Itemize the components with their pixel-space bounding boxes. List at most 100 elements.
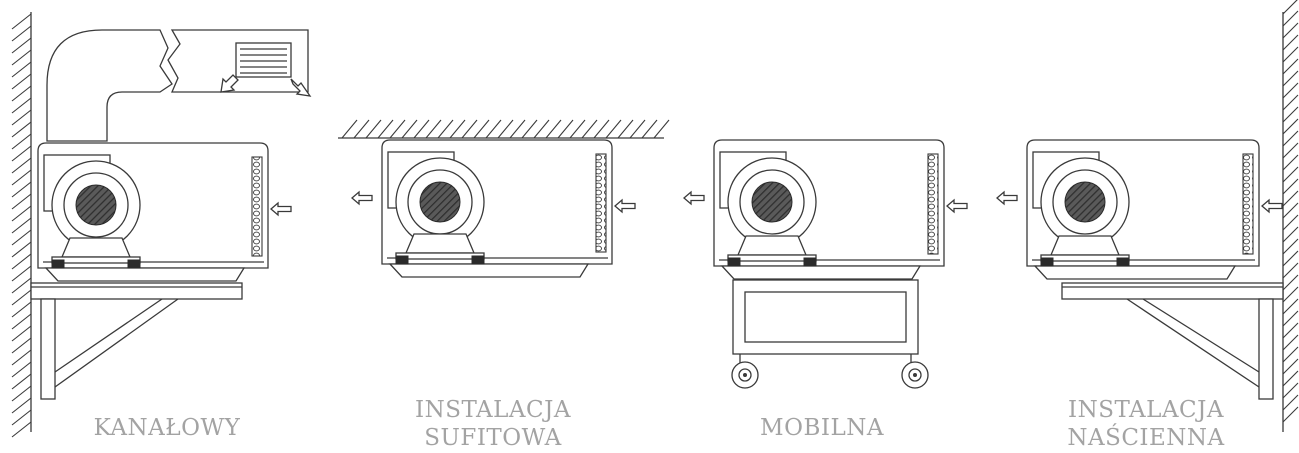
wall-hatch bbox=[11, 169, 32, 186]
ceiling-hatch bbox=[605, 119, 622, 139]
wall-hatch bbox=[11, 181, 32, 198]
label-line: INSTALACJA bbox=[1068, 397, 1224, 423]
wall-hatch bbox=[1282, 94, 1299, 111]
wall-hatch bbox=[1282, 70, 1299, 87]
ceiling-hatch bbox=[461, 119, 478, 139]
wall-hatch bbox=[11, 97, 32, 114]
air-arrow-icon bbox=[996, 190, 1018, 206]
wall-hatch bbox=[1282, 82, 1299, 99]
wall-bracket-right bbox=[1061, 282, 1284, 400]
ceiling-hatch bbox=[509, 119, 526, 139]
wall-hatch bbox=[11, 385, 32, 402]
ceiling-hatch bbox=[545, 119, 562, 139]
label-line: SUFITOWA bbox=[424, 425, 562, 451]
ceiling bbox=[338, 119, 670, 139]
wall-hatch bbox=[1282, 274, 1299, 291]
wall-hatch bbox=[1282, 226, 1299, 243]
wall-bracket-left bbox=[30, 282, 243, 400]
ceiling-hatch bbox=[497, 119, 514, 139]
label-instalacja-nascienna: INSTALACJA NAŚCIENNA bbox=[1058, 396, 1234, 452]
label-line: NAŚCIENNA bbox=[1067, 425, 1225, 451]
wall-hatch bbox=[1282, 394, 1299, 411]
wall-hatch bbox=[1282, 382, 1299, 399]
ceiling-hatch bbox=[569, 119, 586, 139]
air-arrow-icon bbox=[1261, 198, 1283, 214]
fan-hub-icon bbox=[75, 184, 117, 226]
unit-tray bbox=[1033, 265, 1237, 280]
wall-hatch bbox=[1282, 286, 1299, 303]
wall-hatch bbox=[1282, 178, 1299, 195]
wall-hatch bbox=[11, 349, 32, 366]
duct-grille bbox=[235, 42, 292, 78]
fan-foot bbox=[471, 255, 485, 265]
wall-hatch bbox=[11, 193, 32, 210]
fan-stand bbox=[737, 235, 807, 256]
wall-hatch bbox=[1282, 298, 1299, 315]
fan-base bbox=[727, 254, 817, 262]
wall-hatch bbox=[1282, 250, 1299, 267]
wall-hatch bbox=[1282, 10, 1299, 27]
fan-hub-icon bbox=[1064, 181, 1106, 223]
wall-hatch bbox=[11, 253, 32, 270]
wall-hatch bbox=[11, 421, 32, 438]
wall-hatch bbox=[1282, 0, 1298, 15]
wall-hatch bbox=[11, 109, 32, 126]
dehumidifier-unit bbox=[37, 142, 292, 282]
wall-hatch bbox=[1282, 22, 1299, 39]
wall-hatch bbox=[1282, 154, 1299, 171]
fan-base bbox=[1040, 254, 1130, 262]
intake-grille bbox=[927, 153, 939, 255]
wheel-icon bbox=[731, 361, 759, 389]
intake-grille bbox=[595, 153, 607, 253]
ceiling-hatch bbox=[425, 119, 442, 139]
ceiling-hatch bbox=[437, 119, 454, 139]
wall-hatch bbox=[1282, 58, 1299, 75]
left-wall bbox=[11, 12, 32, 438]
ceiling-hatch bbox=[389, 119, 406, 139]
wall-hatch bbox=[1282, 346, 1299, 363]
air-arrow-icon bbox=[946, 198, 968, 214]
wall-hatch bbox=[1282, 46, 1299, 63]
dehumidifier-unit bbox=[996, 139, 1283, 280]
fan-stand bbox=[405, 233, 475, 254]
fan-stand bbox=[1050, 235, 1120, 256]
wall-hatch bbox=[1282, 34, 1299, 51]
wall-hatch bbox=[1282, 334, 1299, 351]
right-wall bbox=[1282, 0, 1299, 432]
wall-hatch bbox=[11, 133, 32, 150]
fan-foot bbox=[1040, 257, 1054, 267]
wall-hatch bbox=[1282, 214, 1299, 231]
fan-foot bbox=[1116, 257, 1130, 267]
air-arrow-icon bbox=[683, 190, 705, 206]
label-kanalowy: KANAŁOWY bbox=[93, 415, 241, 441]
wall-hatch bbox=[1282, 358, 1299, 375]
outlet-arrow-icon bbox=[220, 74, 239, 93]
wall-hatch bbox=[11, 61, 32, 78]
ceiling-hatch bbox=[581, 119, 598, 139]
ceiling-hatch bbox=[341, 119, 358, 139]
ceiling-hatch bbox=[593, 119, 610, 139]
wall-hatch bbox=[1282, 406, 1299, 423]
wall-hatch bbox=[1282, 202, 1299, 219]
ceiling-hatch bbox=[533, 119, 550, 139]
wall-hatch bbox=[11, 337, 32, 354]
wall-hatch bbox=[11, 277, 32, 294]
fan-foot bbox=[727, 257, 741, 267]
fan-hub-icon bbox=[751, 181, 793, 223]
wall-hatch bbox=[11, 409, 32, 426]
wall-hatch bbox=[1282, 190, 1299, 207]
wall-hatch bbox=[11, 313, 32, 330]
ceiling-hatch bbox=[617, 119, 634, 139]
ceiling-hatch bbox=[413, 119, 430, 139]
wall-hatch bbox=[11, 397, 32, 414]
fan-hub-icon bbox=[419, 181, 461, 223]
ceiling-hatch bbox=[473, 119, 490, 139]
ceiling-hatch bbox=[377, 119, 394, 139]
air-duct bbox=[46, 29, 312, 142]
wall-hatch bbox=[11, 241, 32, 258]
wall-hatch bbox=[11, 205, 32, 222]
ceiling-hatch bbox=[521, 119, 538, 139]
wall-hatch bbox=[11, 325, 32, 342]
wall-hatch bbox=[11, 121, 32, 138]
ceiling-hatch bbox=[629, 119, 646, 139]
